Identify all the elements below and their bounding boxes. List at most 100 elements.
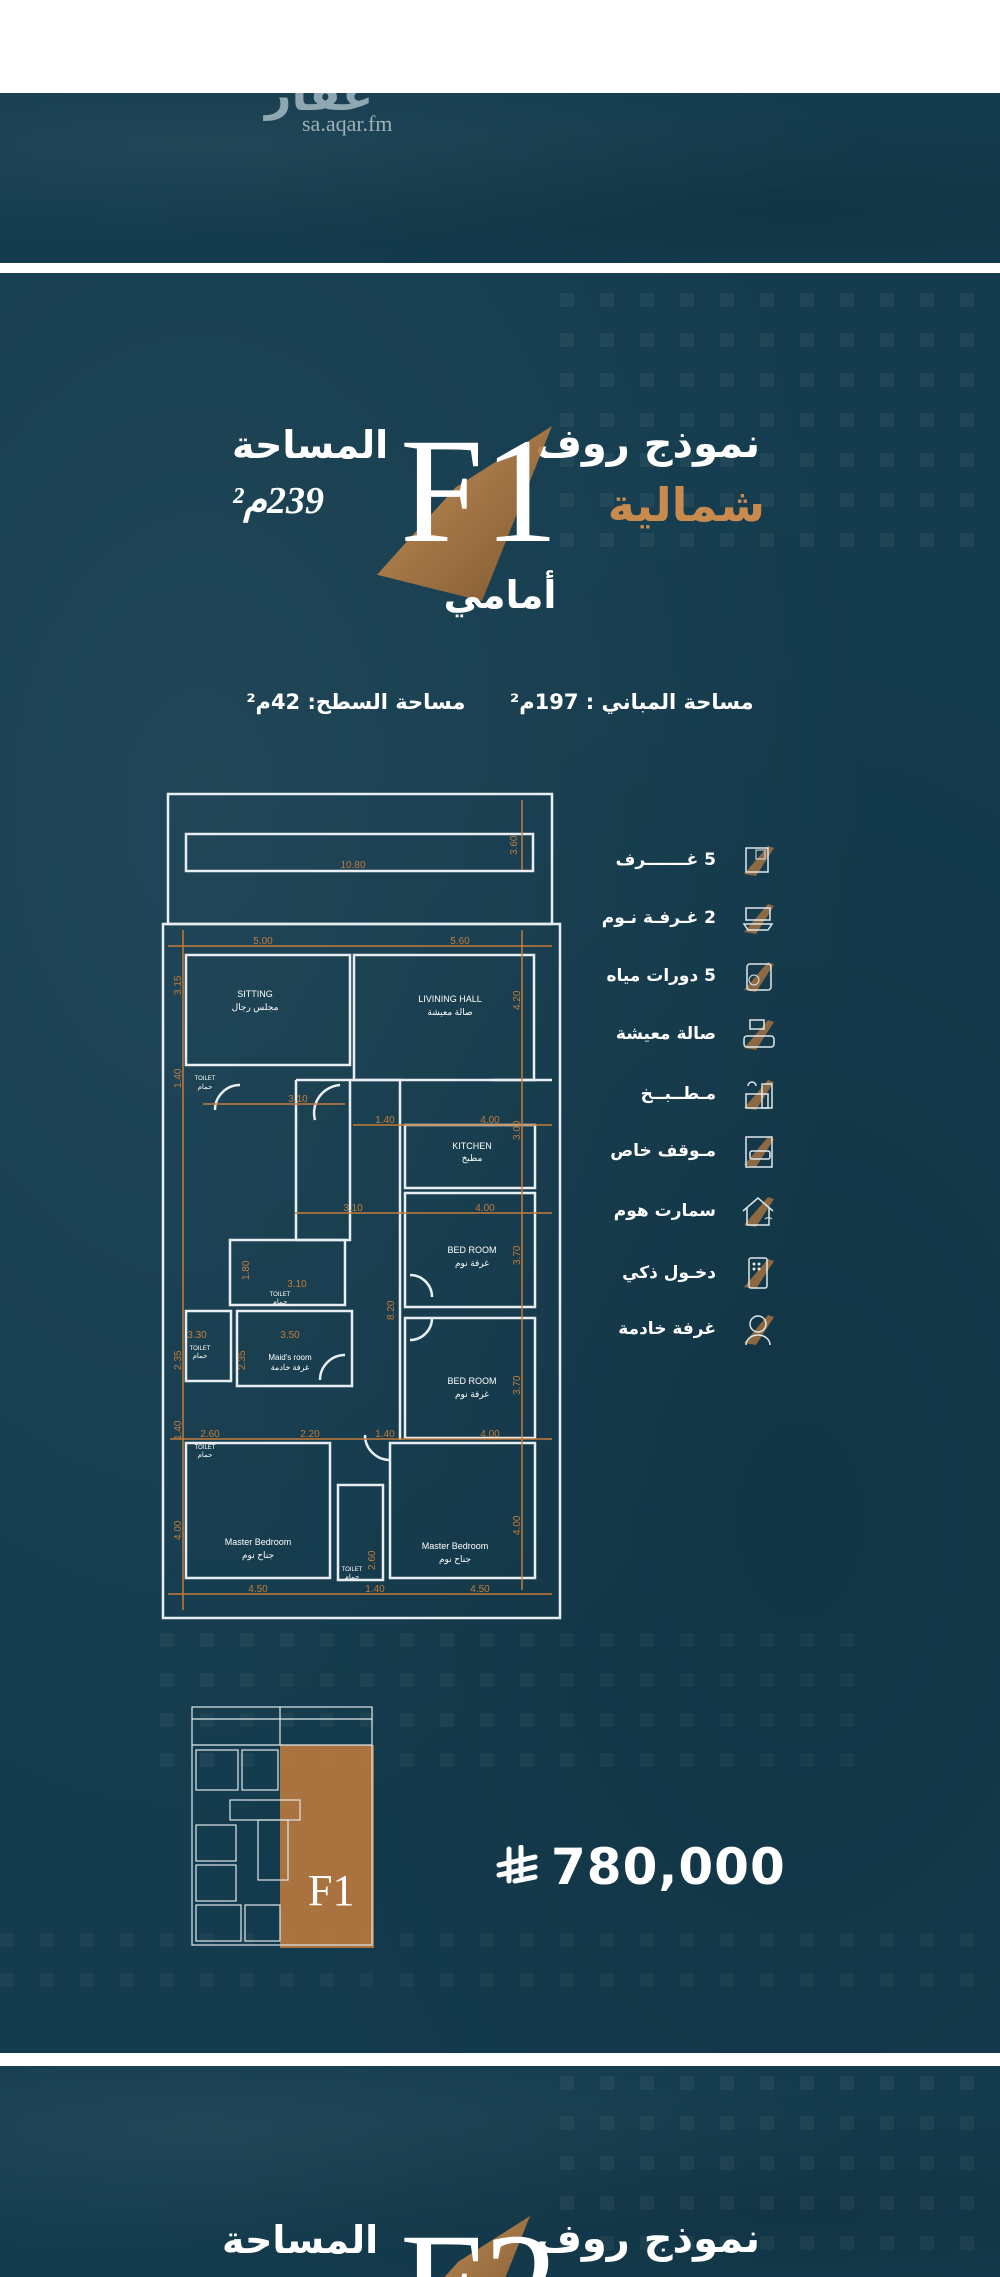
feature-label: 5 دورات مياه bbox=[606, 966, 716, 986]
room-label: TOILET bbox=[190, 1346, 211, 1352]
feature-label: 2 غـرفـة نـوم bbox=[601, 908, 716, 928]
sitting-room bbox=[184, 953, 352, 1067]
f2-model-code: F2 bbox=[400, 2211, 558, 2277]
dimension-label: 3.30 bbox=[187, 1330, 207, 1341]
dimension-label: 3.10 bbox=[287, 1279, 307, 1290]
room-label: BED ROOM bbox=[447, 1376, 496, 1386]
roof-outline bbox=[166, 792, 554, 926]
bedroom-icon bbox=[738, 898, 778, 938]
bathroom-icon bbox=[738, 956, 778, 996]
dimension-label: 4.00 bbox=[173, 1520, 184, 1540]
dimension-label: 2.60 bbox=[200, 1429, 220, 1440]
living-hall bbox=[352, 953, 536, 1082]
feature-item: 5 غـــــــرف bbox=[566, 840, 778, 880]
f2-title-line1: نموذج روف bbox=[535, 2216, 760, 2262]
dimension-label: 2.35 bbox=[237, 1350, 248, 1370]
dimension-label: 10.80 bbox=[340, 860, 365, 871]
door bbox=[409, 1273, 434, 1298]
room-label: جناح نوم bbox=[242, 1550, 274, 1561]
building-outline bbox=[161, 922, 562, 1620]
rooms-icon bbox=[738, 840, 778, 880]
facing: أمامي bbox=[443, 573, 557, 617]
dimension-label: 4.50 bbox=[248, 1584, 268, 1595]
room-label: KITCHEN bbox=[452, 1141, 492, 1151]
room-label: Master Bedroom bbox=[422, 1541, 489, 1551]
title-line1: نموذج روف bbox=[535, 421, 760, 467]
dimension-label: 3.10 bbox=[288, 1094, 308, 1105]
room-label: TOILET bbox=[195, 1445, 216, 1451]
room-label: غرفة نوم bbox=[455, 1389, 489, 1400]
door bbox=[409, 1317, 434, 1342]
room-label: LIVINING HALL bbox=[418, 994, 482, 1004]
dimension-label: 3.60 bbox=[509, 835, 520, 855]
floor-plan: 10.80 3.60 5.00 5.60 3.15 4.20 1.40 3.10… bbox=[161, 792, 562, 1620]
listing-card-f2: نموذج روف F2 المساحة bbox=[0, 2066, 1000, 2277]
balcony bbox=[184, 832, 535, 873]
area-label: المساحة bbox=[232, 423, 389, 467]
f1-highlight bbox=[280, 1745, 374, 1948]
dimension-label: 3.10 bbox=[343, 1203, 363, 1214]
master-bedroom-1 bbox=[184, 1441, 332, 1580]
room-label: حمام bbox=[198, 1083, 213, 1091]
riyal-symbol-icon bbox=[496, 1845, 538, 1884]
room-label: صالة معيشة bbox=[427, 1007, 472, 1017]
dimension-label: 4.00 bbox=[512, 1515, 523, 1535]
listing-card-f1: نموذج روف شمالية F1 المساحة 239م² أمامي … bbox=[0, 273, 1000, 2053]
dimension-label: 1.40 bbox=[375, 1115, 395, 1126]
room-label: غرفة نوم bbox=[455, 1258, 489, 1269]
feature-item: مـطــبــخ bbox=[566, 1074, 778, 1114]
model-code: F1 bbox=[400, 408, 559, 574]
room-label: غرفة خادمة bbox=[271, 1363, 309, 1372]
area-details: مساحة المباني : 197م² مساحة السطح: 42م² bbox=[0, 690, 1000, 714]
maid-room-icon bbox=[738, 1309, 778, 1349]
dimension-label: 8.20 bbox=[386, 1300, 397, 1320]
feature-label: دخـول ذكي bbox=[622, 1263, 716, 1283]
background-pattern bbox=[0, 1933, 1000, 2013]
bedroom-1 bbox=[403, 1191, 537, 1309]
watermark-panel: عقار sa.aqar.fm bbox=[0, 93, 1000, 263]
smart-home-icon bbox=[738, 1191, 778, 1231]
feature-label: سمارت هوم bbox=[613, 1201, 716, 1221]
dimension-labels: 10.80 3.60 5.00 5.60 3.15 4.20 1.40 3.10… bbox=[173, 835, 523, 1595]
room-label: جناح نوم bbox=[439, 1554, 471, 1565]
dimension-label: 4.00 bbox=[480, 1115, 500, 1126]
roof-area: مساحة السطح: 42م² bbox=[246, 690, 466, 714]
room-label: حمام bbox=[193, 1352, 208, 1360]
dimension-label: 3.70 bbox=[512, 1375, 523, 1395]
feature-item: مـوقف خاص bbox=[566, 1131, 778, 1171]
door bbox=[312, 1083, 341, 1121]
corridor bbox=[294, 1078, 352, 1242]
maid-room bbox=[235, 1309, 354, 1388]
dimension-label: 1.40 bbox=[365, 1584, 385, 1595]
dimension-label: 5.00 bbox=[253, 936, 273, 947]
feature-label: مـوقف خاص bbox=[610, 1141, 716, 1161]
building-thumbnail: F1 bbox=[191, 1706, 374, 1948]
dimension-label: 2.60 bbox=[367, 1550, 378, 1570]
room-label: مجلس رجال bbox=[232, 1002, 279, 1013]
dimension-label: 4.00 bbox=[475, 1203, 495, 1214]
dimension-label: 3.50 bbox=[280, 1330, 300, 1341]
feature-item: دخـول ذكي bbox=[566, 1253, 778, 1293]
kitchen-icon bbox=[738, 1074, 778, 1114]
dimension-label: 1.80 bbox=[241, 1260, 252, 1280]
building-area: مساحة المباني : 197م² bbox=[510, 690, 754, 714]
area-value: 239م² bbox=[232, 480, 324, 522]
room-label: BED ROOM bbox=[447, 1245, 496, 1255]
feature-item: 2 غـرفـة نـوم bbox=[566, 898, 778, 938]
background-pattern bbox=[560, 293, 1000, 553]
title-line2: شمالية bbox=[607, 478, 765, 532]
dimension-label: 4.00 bbox=[480, 1429, 500, 1440]
aqar-logo: عقار bbox=[265, 93, 374, 121]
dimension-label: 2.35 bbox=[173, 1350, 184, 1370]
room-label: SITTING bbox=[237, 989, 273, 999]
thumbnail-label: F1 bbox=[308, 1866, 354, 1915]
dimension-label: 5.60 bbox=[450, 936, 470, 947]
toilet bbox=[336, 1483, 385, 1582]
feature-item: صالة معيشة bbox=[566, 1014, 778, 1054]
dimension-label: 3.00 bbox=[512, 1120, 523, 1140]
corridor bbox=[350, 1078, 402, 1440]
room-label: TOILET bbox=[270, 1292, 291, 1298]
door bbox=[213, 1083, 241, 1111]
watermark-url: sa.aqar.fm bbox=[302, 111, 393, 136]
dimension-label: 3.70 bbox=[512, 1245, 523, 1265]
